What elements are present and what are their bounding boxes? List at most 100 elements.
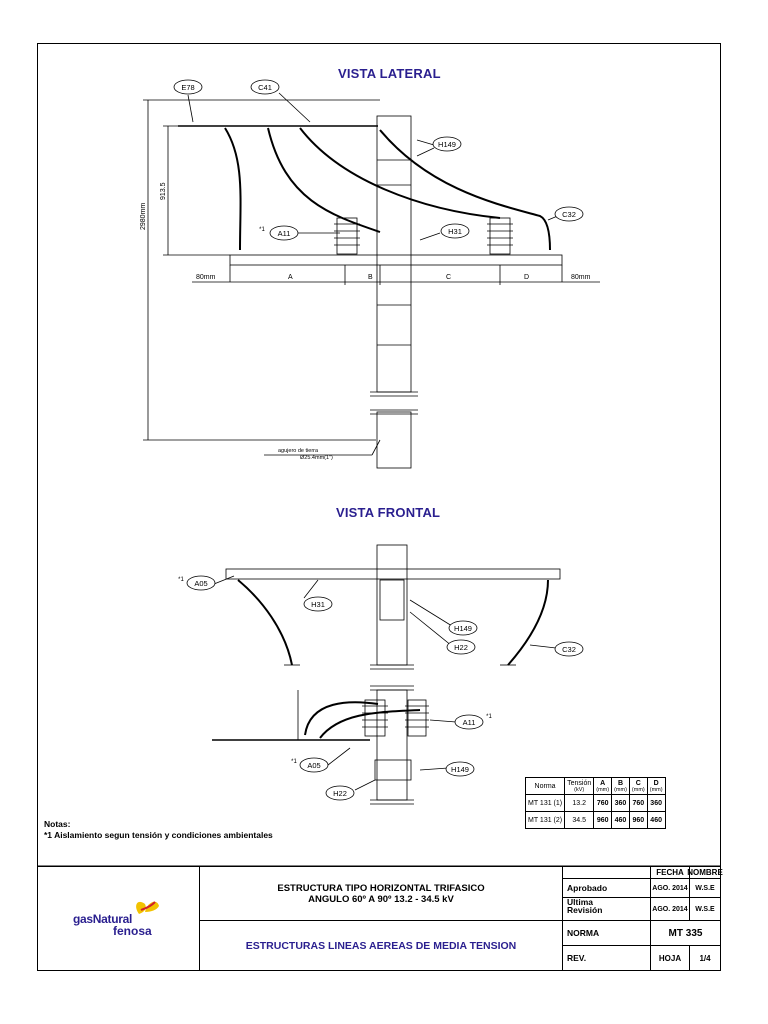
revision-nombre: W.S.E: [689, 897, 721, 921]
callout-h22-frontal-bottom: H22: [333, 789, 347, 798]
callout-a05-frontal-top-note: *1: [178, 577, 184, 583]
table-cell: 34.5: [564, 811, 595, 829]
pole-lateral-base: [376, 411, 412, 469]
callout-c32-lateral-bubble: [554, 206, 584, 222]
header-a: A(mm): [593, 777, 613, 795]
callout-c32-frontal: C32: [562, 645, 576, 654]
callout-h149-frontal-top: H149: [454, 624, 472, 633]
callout-a11-lateral-note: *1: [259, 227, 265, 233]
crossarm-frontal: [225, 568, 561, 580]
hoja-value: 1/4: [689, 945, 721, 971]
table-row: MT 131 (2) 34.5 960 460 960 460: [524, 811, 666, 829]
callout-a11-lateral-bubble: [269, 225, 299, 241]
callout-e78: E78: [181, 83, 194, 92]
ground-hole-line2: Ø25.4mm(1"): [300, 455, 333, 461]
rev-label: REV.: [562, 945, 651, 971]
table-header-row: Norma Tensión(kV) A(mm) B(mm) C(mm) D(mm…: [524, 777, 666, 795]
callout-a11-lateral: A11: [278, 229, 291, 238]
dim-seg-d: D: [524, 274, 529, 281]
table-cell: 760: [628, 794, 648, 812]
callout-h31-frontal: H31: [311, 600, 325, 609]
table-cell: MT 131 (2): [524, 811, 566, 829]
notes-title: Notas:: [44, 819, 71, 829]
dimensions-table: Norma Tensión(kV) A(mm) B(mm) C(mm) D(mm…: [524, 777, 666, 829]
table-cell: 760: [593, 794, 613, 812]
dim-right-offset: 80mm: [571, 274, 591, 281]
aprobado-label: Aprobado: [562, 878, 651, 898]
pole-lateral: [376, 115, 412, 393]
table-cell: 460: [611, 811, 630, 829]
header-d: D(mm): [646, 777, 666, 795]
table-cell: 360: [611, 794, 630, 812]
callout-h149-frontal-bottom-bubble: [445, 761, 475, 777]
callout-c41-bubble: [250, 79, 280, 95]
table-cell: MT 131 (1): [524, 794, 566, 812]
callout-h22-frontal-top: H22: [454, 643, 468, 652]
callout-h149-frontal-bottom: H149: [451, 765, 469, 774]
pole-frontal-lower: [376, 689, 408, 801]
callout-h31-lateral: H31: [448, 227, 462, 236]
drawing-title-line1: ESTRUCTURA TIPO HORIZONTAL TRIFASICO: [277, 882, 485, 894]
aprobado-nombre: W.S.E: [689, 878, 721, 898]
callout-c32-frontal-bubble: [554, 641, 584, 657]
norma-value: MT 335: [650, 920, 721, 946]
callout-a05-frontal-bottom-note: *1: [291, 759, 297, 765]
dim-seg-b: B: [368, 274, 373, 281]
callout-h22-frontal-bottom-bubble: [325, 785, 355, 801]
notes-line: *1 Aislamiento segun tensión y condicion…: [44, 830, 273, 840]
dim-upper-height: 913.5: [160, 182, 167, 200]
callout-h31-lateral-bubble: [440, 223, 470, 239]
callout-a05-frontal-bottom: A05: [307, 761, 320, 770]
callout-a11-frontal: A11: [463, 718, 476, 727]
pole-frontal: [376, 544, 408, 666]
logo-sub-text: fenosa: [113, 924, 152, 938]
table-cell: 960: [593, 811, 613, 829]
callout-c41: C41: [258, 83, 272, 92]
callout-a05-frontal-top-bubble: [186, 575, 216, 591]
table-row: MT 131 (1) 13.2 760 360 760 360: [524, 794, 666, 812]
dim-total-height: 2980mm: [140, 203, 147, 230]
insulator-lateral-right: [489, 217, 511, 255]
lateral-view-title: VISTA LATERAL: [338, 66, 441, 81]
header-c: C(mm): [628, 777, 648, 795]
header-tension: Tensión(kV): [564, 777, 595, 795]
callout-h149-frontal-top-bubble: [448, 620, 478, 636]
callout-a11-frontal-note: *1: [486, 714, 492, 720]
table-cell: 460: [646, 811, 666, 829]
drawing-title-line2: ANGULO 60º A 90º 13.2 - 34.5 kV: [308, 893, 454, 905]
table-cell: 13.2: [564, 794, 595, 812]
callout-h149-lateral-bubble: [432, 136, 462, 152]
dim-seg-c: C: [446, 274, 451, 281]
table-cell: 960: [628, 811, 648, 829]
callout-e78-bubble: [173, 79, 203, 95]
revision-fecha: AGO. 2014: [650, 897, 690, 921]
norma-label: NORMA: [562, 920, 651, 946]
callout-h149-lateral: H149: [438, 140, 456, 149]
title-cell: ESTRUCTURA TIPO HORIZONTAL TRIFASICO ANG…: [199, 866, 563, 921]
callout-a05-frontal-bottom-bubble: [299, 757, 329, 773]
callout-h31-frontal-bubble: [303, 596, 333, 612]
series-cell: ESTRUCTURAS LINEAS AEREAS DE MEDIA TENSI…: [199, 920, 563, 971]
table-cell: 360: [646, 794, 666, 812]
dim-left-offset: 80mm: [196, 274, 216, 281]
header-norma: Norma: [524, 777, 566, 795]
series-title: ESTRUCTURAS LINEAS AEREAS DE MEDIA TENSI…: [245, 939, 517, 952]
butterfly-icon: [136, 901, 159, 914]
insulator-lateral-left: [336, 217, 358, 255]
callout-h22-frontal-top-bubble: [446, 639, 476, 655]
title-block: ESTRUCTURA TIPO HORIZONTAL TRIFASICO ANG…: [37, 866, 723, 971]
crossarm-lateral: [229, 254, 563, 266]
callout-a11-frontal-bubble: [454, 714, 484, 730]
frontal-view-title: VISTA FRONTAL: [336, 505, 441, 520]
logo-main-text: gasNatural: [73, 912, 133, 926]
company-logo: gasNatural fenosa: [73, 901, 173, 946]
hoja-label: HOJA: [650, 945, 690, 971]
header-b: B(mm): [611, 777, 630, 795]
callout-c32-lateral: C32: [562, 210, 576, 219]
aprobado-fecha: AGO. 2014: [650, 878, 690, 898]
dim-seg-a: A: [288, 274, 293, 281]
ground-hole-line1: agujero de tierra: [278, 448, 319, 454]
callout-a05-frontal-top: A05: [194, 579, 207, 588]
